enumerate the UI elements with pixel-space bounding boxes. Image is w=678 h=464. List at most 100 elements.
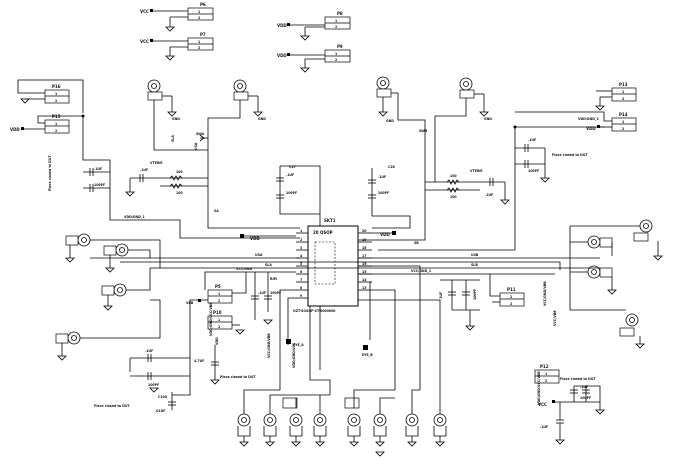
svg-text:Place closed to DUT: Place closed to DUT xyxy=(94,404,130,408)
svg-text:100: 100 xyxy=(450,174,457,178)
connector-j7 xyxy=(101,283,127,311)
svg-text:.1UF: .1UF xyxy=(140,168,148,172)
svg-text:VDD: VDD xyxy=(586,126,596,131)
header-p16: P16 1 2 xyxy=(17,79,84,113)
svg-text:Place closed to DUT: Place closed to DUT xyxy=(552,153,588,157)
header-p14: P14 1 2 VDD/GND_2 VDD xyxy=(513,111,637,132)
ic-ref: SKT1 xyxy=(324,218,336,223)
cap-c26: .1UF 100PF C26 xyxy=(368,165,411,229)
svg-text:100PF: 100PF xyxy=(148,383,159,387)
svg-text:100PF: 100PF xyxy=(286,191,297,195)
ic-skt1: SKT1 20 QSOP OZT-SOSOP-ST-0000000 xyxy=(293,218,359,313)
header-p7: VCC P7 1 2 xyxy=(140,32,214,61)
header-p11: P11 1 2 xyxy=(489,274,525,307)
svg-text:1: 1 xyxy=(55,92,57,96)
header-p12: P12 1 2 Place closed to DUT xyxy=(534,364,596,384)
ic-bottom-nets: EYE_A EYE_B RIM xyxy=(270,265,421,395)
svg-text:.1UF: .1UF xyxy=(528,138,536,142)
svg-text:18: 18 xyxy=(362,246,367,250)
svg-text:RIM: RIM xyxy=(270,277,277,281)
svg-text:.1UF: .1UF xyxy=(94,167,102,171)
svg-text:SLB: SLB xyxy=(471,263,478,267)
connector-j10 xyxy=(587,235,613,256)
svg-text:VCC/VBB: VCC/VBB xyxy=(553,310,557,326)
cap-c59: VCC .1UF 100PF .1UF xyxy=(538,385,605,445)
bus-lines: USA SLA USB SLB VCC/GND_1 xyxy=(90,253,600,275)
header-p13: P13 1 2 xyxy=(595,82,637,111)
svg-text:2: 2 xyxy=(622,127,624,131)
svg-text:20: 20 xyxy=(362,229,367,233)
ic-right-pins: 20 19 18 17 16 15 14 13 xyxy=(358,229,372,291)
svg-text:VDD: VDD xyxy=(250,236,260,241)
svg-text:100: 100 xyxy=(176,170,183,174)
connector-j1: GND xyxy=(147,79,180,121)
svg-text:VDD/GND/VCC/VBB: VDD/GND/VCC/VBB xyxy=(537,371,541,405)
connector-j12 xyxy=(619,313,645,349)
svg-text:VCC/GND/VBB: VCC/GND/VBB xyxy=(543,281,547,306)
cap-c25: .1UF 100PF xyxy=(439,279,480,331)
cap-c27: .1UF 100PF C27 xyxy=(276,165,321,226)
svg-text:1: 1 xyxy=(622,120,624,124)
svg-text:2: 2 xyxy=(218,299,220,303)
svg-text:VDD: VDD xyxy=(277,53,287,58)
svg-text:2: 2 xyxy=(198,46,200,50)
svg-text:100PF: 100PF xyxy=(94,183,105,187)
svg-text:100PF: 100PF xyxy=(528,169,539,173)
header-p10: P10 1 2 xyxy=(207,310,245,335)
svg-text:100PF: 100PF xyxy=(378,191,389,195)
svg-text:1: 1 xyxy=(218,318,220,322)
p7-ref: P7 xyxy=(200,32,206,37)
svg-text:P5: P5 xyxy=(215,284,221,289)
svg-text:1: 1 xyxy=(198,10,200,14)
svg-text:2: 2 xyxy=(300,238,302,242)
connector-j4: GND xyxy=(459,77,492,121)
svg-text:1: 1 xyxy=(545,372,547,376)
svg-text:1: 1 xyxy=(335,19,337,23)
connector-j2: GND xyxy=(233,79,266,121)
svg-text:EYE_B: EYE_B xyxy=(362,353,373,357)
vdd-gnd-1-label: VDD/GND_1 xyxy=(124,215,145,219)
svg-text:VTERM: VTERM xyxy=(150,161,162,165)
svg-text:C100: C100 xyxy=(158,395,168,399)
svg-text:13: 13 xyxy=(362,286,366,290)
svg-text:P10: P10 xyxy=(213,310,222,315)
header-p8: VDD P8 1 2 xyxy=(277,11,351,41)
svg-text:1: 1 xyxy=(198,40,200,44)
vterm-network-b: VTERM 100 100 .1UF xyxy=(425,169,510,205)
svg-text:9: 9 xyxy=(300,294,303,298)
svg-text:Place closed to DUT: Place closed to DUT xyxy=(220,375,256,379)
svg-text:15: 15 xyxy=(362,270,366,274)
svg-text:VCC/GND/VBB: VCC/GND/VBB xyxy=(267,333,271,358)
svg-text:17: 17 xyxy=(362,254,366,258)
svg-text:.1UF: .1UF xyxy=(580,385,588,389)
connector-j11 xyxy=(587,265,617,295)
svg-text:1: 1 xyxy=(55,122,57,126)
svg-text:P11: P11 xyxy=(507,287,516,292)
svg-text:100: 100 xyxy=(450,195,457,199)
svg-text:SLA: SLA xyxy=(265,263,272,267)
svg-text:2: 2 xyxy=(622,97,624,101)
svg-text:4.7UF: 4.7UF xyxy=(194,359,204,363)
svg-text:VCC/GND: VCC/GND xyxy=(236,267,253,271)
svg-text:8: 8 xyxy=(300,286,303,290)
svg-text:14: 14 xyxy=(362,278,367,282)
svg-text:.1UF: .1UF xyxy=(258,291,266,295)
svg-text:2: 2 xyxy=(198,16,200,20)
svg-text:GND: GND xyxy=(172,117,180,121)
svg-text:GND: GND xyxy=(258,117,266,121)
cap-c44: .1UF 100PF Place closed to DUT xyxy=(48,155,110,192)
svg-text:.1UF: .1UF xyxy=(286,173,294,177)
svg-text:100PF: 100PF xyxy=(270,291,281,295)
svg-text:EYE_A: EYE_A xyxy=(293,343,304,347)
svg-text:100PF: 100PF xyxy=(580,396,591,400)
svg-text:GND: GND xyxy=(386,119,394,123)
svg-text:2: 2 xyxy=(55,129,57,133)
svg-text:.1UF: .1UF xyxy=(378,175,386,179)
connector-row-bottom xyxy=(237,299,447,457)
cap-c48: .1UF 100PF Place closed to DUT xyxy=(515,138,588,183)
svg-text:2: 2 xyxy=(545,379,547,383)
svg-text:C26: C26 xyxy=(388,165,396,169)
svg-text:SLA: SLA xyxy=(171,135,175,142)
cap-c62: 4.7UF Place closed to DUT xyxy=(194,345,256,385)
